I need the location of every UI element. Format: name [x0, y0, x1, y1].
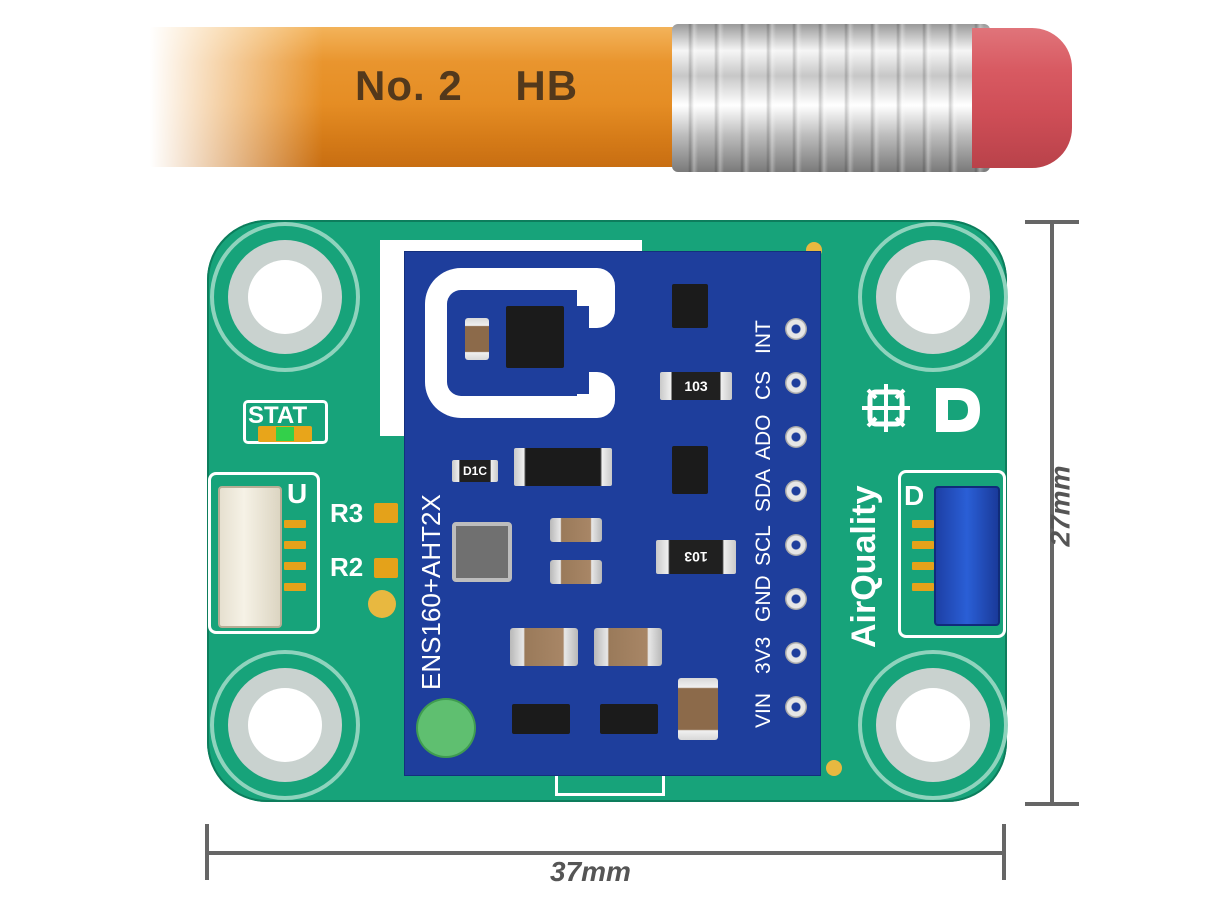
pin-label-vin: VIN: [752, 692, 775, 728]
dim-vertical-cap-bottom: [1025, 802, 1079, 806]
dim-vertical-line: [1050, 222, 1054, 804]
header-pin-3v3: [785, 642, 807, 664]
dim-horizontal-line: [207, 851, 1005, 855]
pencil-ferrule: [672, 24, 990, 172]
connector-right-pin: [912, 562, 934, 570]
sensor-module-name: ENS160+AHT2X: [416, 494, 446, 690]
pin-label-ado: ADO: [752, 414, 775, 460]
height-dimension-label: 27mm: [1044, 465, 1076, 547]
transistor: [600, 704, 658, 734]
sensor-c-outline: [425, 268, 615, 418]
pin-label-gnd: GND: [752, 575, 775, 622]
capacitor: [678, 678, 718, 740]
transistor: [512, 704, 570, 734]
stat-label: STAT: [248, 402, 308, 429]
header-pin-ado: [785, 426, 807, 448]
connector-right-jst: [934, 486, 1000, 626]
resistor-array: 103: [656, 540, 736, 574]
status-led: [258, 426, 312, 442]
pencil-imprint-grade: HB: [515, 62, 579, 109]
gold-pad: [368, 590, 396, 618]
resistor-label-r3: R3: [330, 498, 364, 528]
resistor-label-r2: R2: [330, 552, 364, 582]
sensor-pad: [418, 700, 474, 756]
header-pin-sda: [785, 480, 807, 502]
pin-label-3v3: 3V3: [752, 636, 775, 674]
diode: D1C: [452, 460, 498, 482]
header-pin-gnd: [785, 588, 807, 610]
circuit-logo-icon: [858, 380, 914, 436]
resistor-r3: [374, 503, 398, 523]
pencil-eraser: [972, 28, 1072, 168]
connector-left-outline: [208, 472, 320, 634]
connector-right-pin: [912, 541, 934, 549]
pin-label-scl: SCL: [752, 525, 775, 566]
stat-outline: [243, 400, 328, 444]
pin-label-int: INT: [752, 320, 775, 354]
resistor-array: 103: [660, 372, 732, 400]
capacitor: [594, 628, 662, 666]
dim-horizontal-cap-right: [1002, 824, 1006, 880]
dim-horizontal-cap-left: [205, 824, 209, 880]
connector-left-pin: [284, 541, 306, 549]
pencil-photo: No. 2 HB: [0, 0, 1229, 200]
brand-d-logo-icon: [930, 384, 986, 436]
bottom-outline: [555, 770, 665, 796]
mounting-hole-top-right: [858, 222, 1008, 372]
pencil-imprint-number: No. 2: [355, 62, 463, 109]
capacitor: [550, 560, 602, 584]
dim-vertical-cap-top: [1025, 220, 1079, 224]
connector-left-label: U: [287, 478, 308, 509]
connector-left-jst: [218, 486, 282, 628]
connector-right-label: D: [904, 480, 925, 511]
width-dimension-label: 37mm: [550, 856, 631, 887]
capacitor: [550, 518, 602, 542]
ens160-chip: [506, 306, 564, 368]
connector-right-pin: [912, 520, 934, 528]
mounting-hole-bottom-left: [210, 650, 360, 800]
header-pin-cs: [785, 372, 807, 394]
product-name-label: AirQuality: [845, 485, 883, 648]
via: [826, 760, 842, 776]
header-pin-scl: [785, 534, 807, 556]
capacitor: [465, 318, 489, 360]
capacitor: [510, 628, 578, 666]
connector-right-pin: [912, 583, 934, 591]
sensor-c-gap: [577, 306, 589, 394]
resistor-r2: [374, 558, 398, 578]
connector-left-pin: [284, 562, 306, 570]
ic-chip: [672, 446, 708, 494]
ic-chip: [672, 284, 708, 328]
header-pin-vin: [785, 696, 807, 718]
header-pin-int: [785, 318, 807, 340]
regulator: [514, 448, 612, 486]
pin-label-sda: SDA: [752, 468, 775, 512]
pin-label-cs: CS: [752, 370, 775, 400]
mounting-hole-bottom-right: [858, 650, 1008, 800]
pencil-imprint: No. 2 HB: [355, 62, 578, 110]
connector-left-pin: [284, 520, 306, 528]
pencil-body: [150, 27, 690, 167]
mounting-hole-top-left: [210, 222, 360, 372]
connector-left-pin: [284, 583, 306, 591]
aht-sensor-chip: [452, 522, 512, 582]
connector-right-outline: [898, 470, 1006, 638]
